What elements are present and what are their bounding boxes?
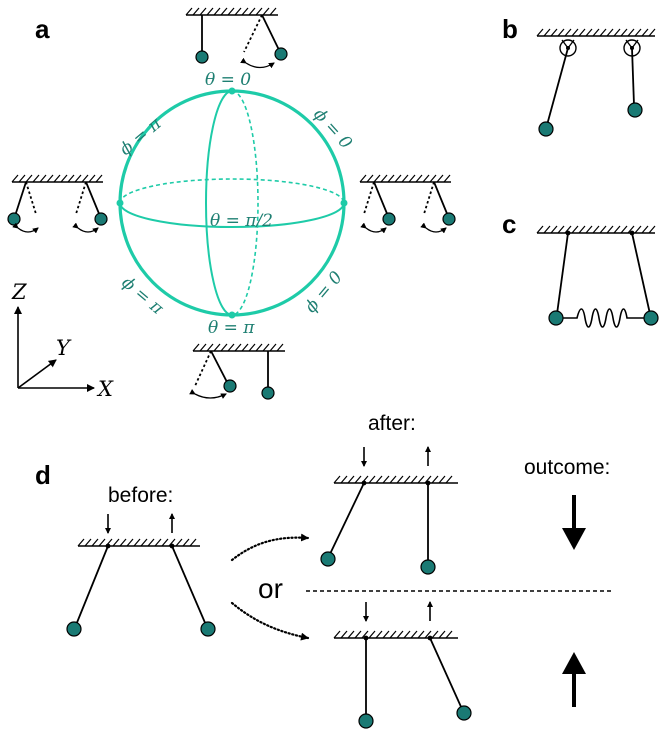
label-after: after: bbox=[368, 412, 416, 435]
pendulum-bob bbox=[223, 379, 237, 393]
axis-label-y: Y bbox=[56, 336, 72, 360]
transition-arrow-up bbox=[230, 533, 310, 562]
sphere-equator-back bbox=[119, 178, 345, 204]
panel-b-pendulums bbox=[536, 28, 656, 137]
pendulum-pair-bottom bbox=[189, 343, 285, 400]
label-theta-pi-2: θ = π/2 bbox=[210, 211, 273, 231]
pendulum-bob bbox=[358, 713, 374, 729]
sphere-equator-front bbox=[119, 202, 345, 228]
pendulum-bob bbox=[320, 551, 336, 567]
label-before: before: bbox=[108, 484, 173, 507]
transition-arrow-down bbox=[230, 601, 310, 641]
panel-label-a: a bbox=[35, 14, 50, 44]
pendulum-bob bbox=[382, 212, 396, 226]
pendulum-bob bbox=[195, 50, 209, 64]
axis-label-z: Z bbox=[11, 280, 27, 304]
pendulum-bob bbox=[442, 212, 456, 226]
panel-label-c: c bbox=[502, 209, 516, 239]
east-point-dot bbox=[340, 199, 348, 207]
pendulum-bob bbox=[548, 310, 564, 326]
pendulum-pair-after-lower bbox=[333, 601, 472, 729]
axis-label-x: X bbox=[96, 377, 114, 401]
panel-label-b: b bbox=[502, 14, 518, 44]
pendulum-pair-after-upper bbox=[320, 446, 458, 575]
pendulum-bob bbox=[538, 121, 554, 137]
label-phi-0-lower: ϕ = 0 bbox=[301, 268, 347, 317]
pendulum-pair-right bbox=[359, 174, 456, 234]
pendulum-pair-left bbox=[7, 174, 108, 234]
spring bbox=[563, 308, 645, 328]
pendulum-bob bbox=[66, 621, 82, 637]
pendulum-bob bbox=[200, 621, 216, 637]
bloch-sphere: θ = 0 θ = π/2 θ = π ϕ = π ϕ = 0 ϕ = π ϕ … bbox=[116, 70, 356, 338]
south-pole-dot bbox=[228, 311, 236, 319]
pendulum-pair-before bbox=[66, 513, 216, 637]
pendulum-bob bbox=[7, 212, 21, 226]
label-phi-pi-lower: ϕ = π bbox=[118, 273, 168, 320]
west-point-dot bbox=[116, 199, 124, 207]
pendulum-bob bbox=[261, 386, 275, 400]
label-theta-pi: θ = π bbox=[208, 318, 255, 338]
panel-label-d: d bbox=[35, 460, 51, 490]
pendulum-pair-top bbox=[185, 7, 288, 69]
panel-c-coupled-pendulums bbox=[536, 225, 659, 328]
sphere-meridian-front bbox=[205, 90, 233, 316]
pendulum-bob bbox=[627, 102, 643, 118]
pendulum-bob bbox=[420, 559, 436, 575]
sphere-meridian-back bbox=[231, 90, 259, 316]
pendulum-bob bbox=[94, 212, 108, 226]
label-outcome: outcome: bbox=[524, 456, 610, 479]
coordinate-axes: Z Y X bbox=[11, 280, 114, 401]
pendulum-bob bbox=[643, 310, 659, 326]
pendulum-bob bbox=[274, 47, 288, 61]
label-or: or bbox=[258, 573, 283, 604]
label-theta-0: θ = 0 bbox=[205, 70, 251, 90]
pendulum-bob bbox=[456, 705, 472, 721]
north-pole-dot bbox=[228, 87, 236, 95]
